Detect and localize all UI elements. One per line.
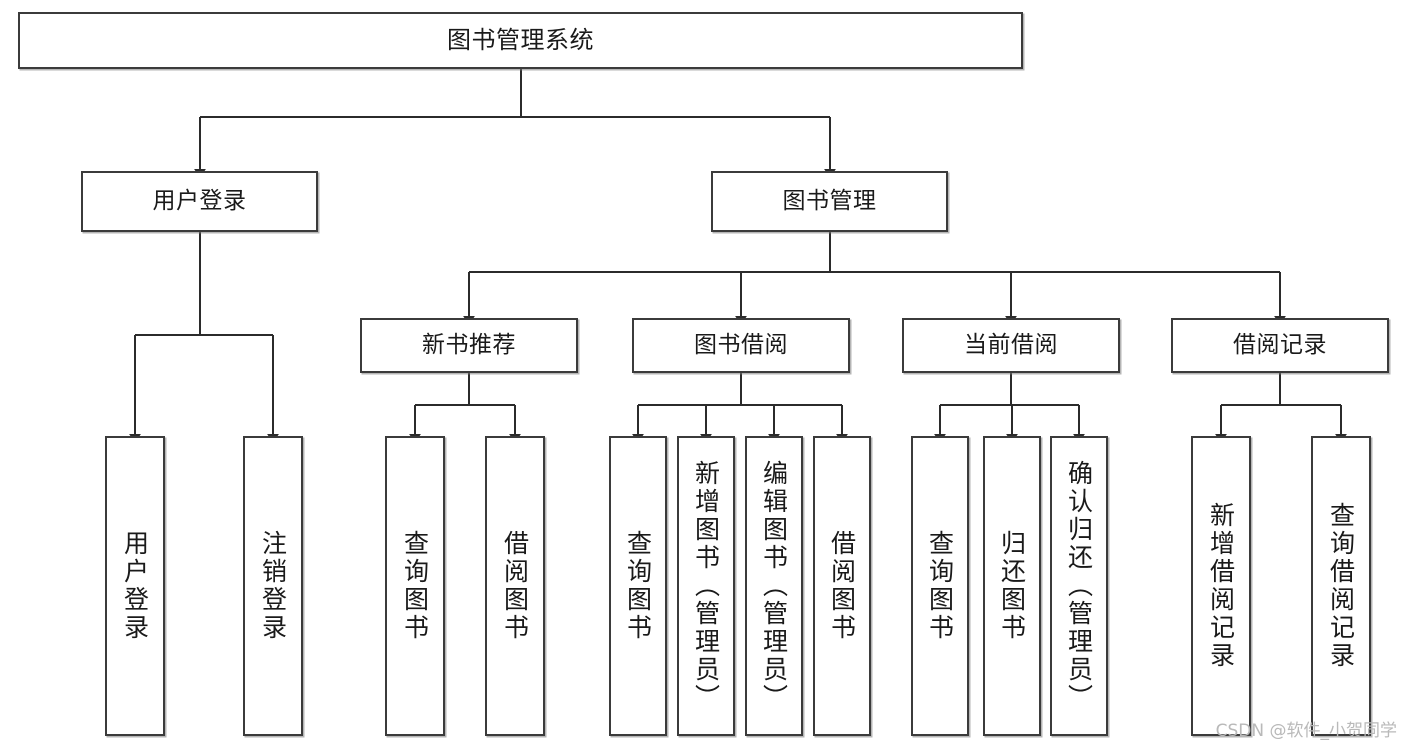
node-leaf-cb-query[interactable]: 查询图书 xyxy=(911,436,969,736)
node-label: 借阅图书 xyxy=(827,530,857,642)
node-leaf-cb-return[interactable]: 归还图书 xyxy=(983,436,1041,736)
node-label: 查询图书 xyxy=(925,530,955,642)
node-user-login[interactable]: 用户登录 xyxy=(81,171,318,232)
node-current-borrow[interactable]: 当前借阅 xyxy=(902,318,1120,373)
node-book-borrow[interactable]: 图书借阅 xyxy=(632,318,850,373)
node-leaf-bb-edit[interactable]: 编辑图书（管理员） xyxy=(745,436,803,736)
node-label: 查询图书 xyxy=(623,530,653,642)
node-leaf-bb-add[interactable]: 新增图书（管理员） xyxy=(677,436,735,736)
node-label: 新增借阅记录 xyxy=(1206,502,1236,670)
node-leaf-user-logout[interactable]: 注销登录 xyxy=(243,436,303,736)
node-label: 图书管理系统 xyxy=(447,25,594,54)
edge-layer xyxy=(129,69,1347,444)
node-new-book-rec[interactable]: 新书推荐 xyxy=(360,318,578,373)
node-label: 归还图书 xyxy=(997,530,1027,642)
node-leaf-bb-borrow[interactable]: 借阅图书 xyxy=(813,436,871,736)
node-leaf-cb-confirm[interactable]: 确认归还（管理员） xyxy=(1050,436,1108,736)
node-leaf-br-add[interactable]: 新增借阅记录 xyxy=(1191,436,1251,736)
node-label: 图书管理 xyxy=(782,188,877,215)
node-label: 注销登录 xyxy=(258,530,288,642)
node-leaf-rec-borrow[interactable]: 借阅图书 xyxy=(485,436,545,736)
node-label: 当前借阅 xyxy=(964,332,1058,359)
node-label: 查询图书 xyxy=(400,530,430,642)
node-label: 图书借阅 xyxy=(694,332,788,359)
node-label: 用户登录 xyxy=(120,530,150,642)
node-label: 用户登录 xyxy=(152,188,247,215)
node-leaf-user-login[interactable]: 用户登录 xyxy=(105,436,165,736)
node-root[interactable]: 图书管理系统 xyxy=(18,12,1023,69)
node-label: 新书推荐 xyxy=(422,332,516,359)
node-label: 确认归还（管理员） xyxy=(1064,460,1094,712)
node-leaf-rec-query[interactable]: 查询图书 xyxy=(385,436,445,736)
node-book-manage[interactable]: 图书管理 xyxy=(711,171,948,232)
node-leaf-br-query[interactable]: 查询借阅记录 xyxy=(1311,436,1371,736)
node-borrow-record[interactable]: 借阅记录 xyxy=(1171,318,1389,373)
node-leaf-bb-query[interactable]: 查询图书 xyxy=(609,436,667,736)
node-label: 借阅图书 xyxy=(500,530,530,642)
node-label: 查询借阅记录 xyxy=(1326,502,1356,670)
node-label: 编辑图书（管理员） xyxy=(759,460,789,712)
node-label: 新增图书（管理员） xyxy=(691,460,721,712)
node-label: 借阅记录 xyxy=(1233,332,1327,359)
